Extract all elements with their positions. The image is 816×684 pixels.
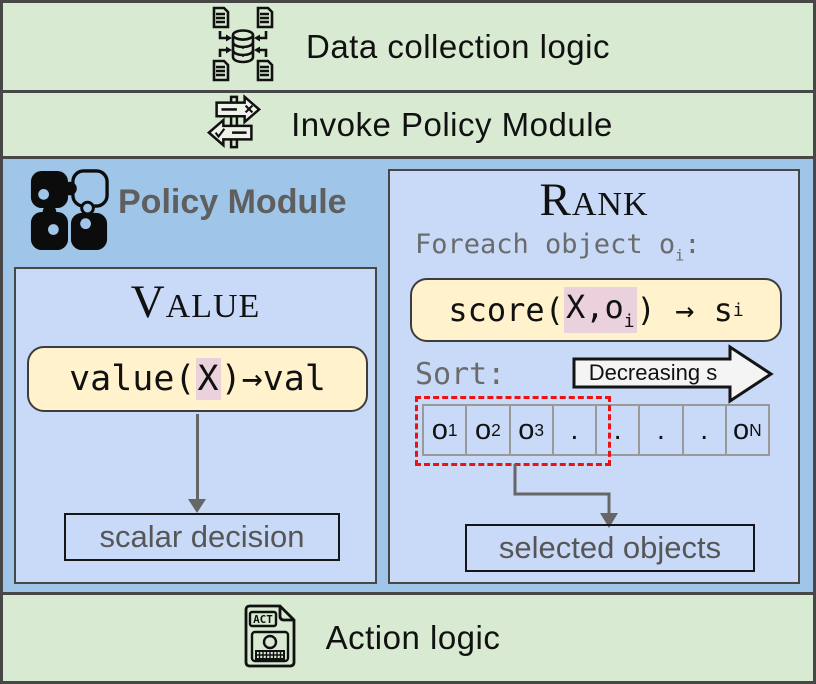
value-input-highlight: X bbox=[195, 358, 221, 400]
top-k-selection-outline bbox=[415, 396, 611, 466]
action-group: ACT Action logic bbox=[240, 603, 501, 674]
value-title: VALUE bbox=[130, 276, 261, 328]
data-collection-band: Data collection logic bbox=[3, 3, 813, 93]
decreasing-order-label: Decreasing s bbox=[588, 359, 718, 385]
decreasing-order-arrow: Decreasing s bbox=[570, 343, 776, 405]
rank-title: RANK bbox=[539, 174, 649, 226]
value-code-box: value(X)→val bbox=[27, 346, 368, 412]
selected-objects-box: selected objects bbox=[465, 524, 755, 572]
action-icon-label: ACT bbox=[253, 613, 273, 626]
invoke-band: Invoke Policy Module bbox=[3, 93, 813, 159]
value-down-arrow bbox=[196, 414, 199, 500]
foreach-statement: Foreach object oi: bbox=[415, 229, 701, 265]
policy-module-band: Policy Module VALUE value(X)→val scalar … bbox=[3, 159, 813, 595]
policy-module-title: Policy Module bbox=[118, 183, 347, 221]
action-band: ACT Action logic bbox=[3, 595, 813, 681]
selection-elbow-arrow bbox=[500, 461, 630, 538]
invoke-label: Invoke Policy Module bbox=[291, 105, 613, 143]
object-cell: . bbox=[554, 406, 597, 454]
score-input-highlight: X,oi bbox=[563, 287, 637, 333]
object-cell: . bbox=[684, 406, 727, 454]
object-cell: . bbox=[640, 406, 684, 454]
database-collection-icon bbox=[206, 5, 280, 88]
data-collection-label: Data collection logic bbox=[306, 27, 610, 65]
value-down-arrow-head bbox=[188, 499, 206, 513]
invoke-group: Invoke Policy Module bbox=[203, 93, 613, 156]
action-label: Action logic bbox=[325, 619, 501, 656]
signpost-invoke-icon bbox=[203, 93, 265, 156]
action-file-icon: ACT bbox=[240, 603, 300, 674]
object-cell: . bbox=[597, 406, 641, 454]
data-collection-group: Data collection logic bbox=[206, 5, 610, 88]
value-panel: VALUE value(X)→val scalar decision bbox=[14, 267, 377, 584]
scalar-decision-box: scalar decision bbox=[64, 513, 340, 561]
sort-label: Sort: bbox=[415, 357, 506, 392]
puzzle-icon bbox=[28, 167, 110, 258]
